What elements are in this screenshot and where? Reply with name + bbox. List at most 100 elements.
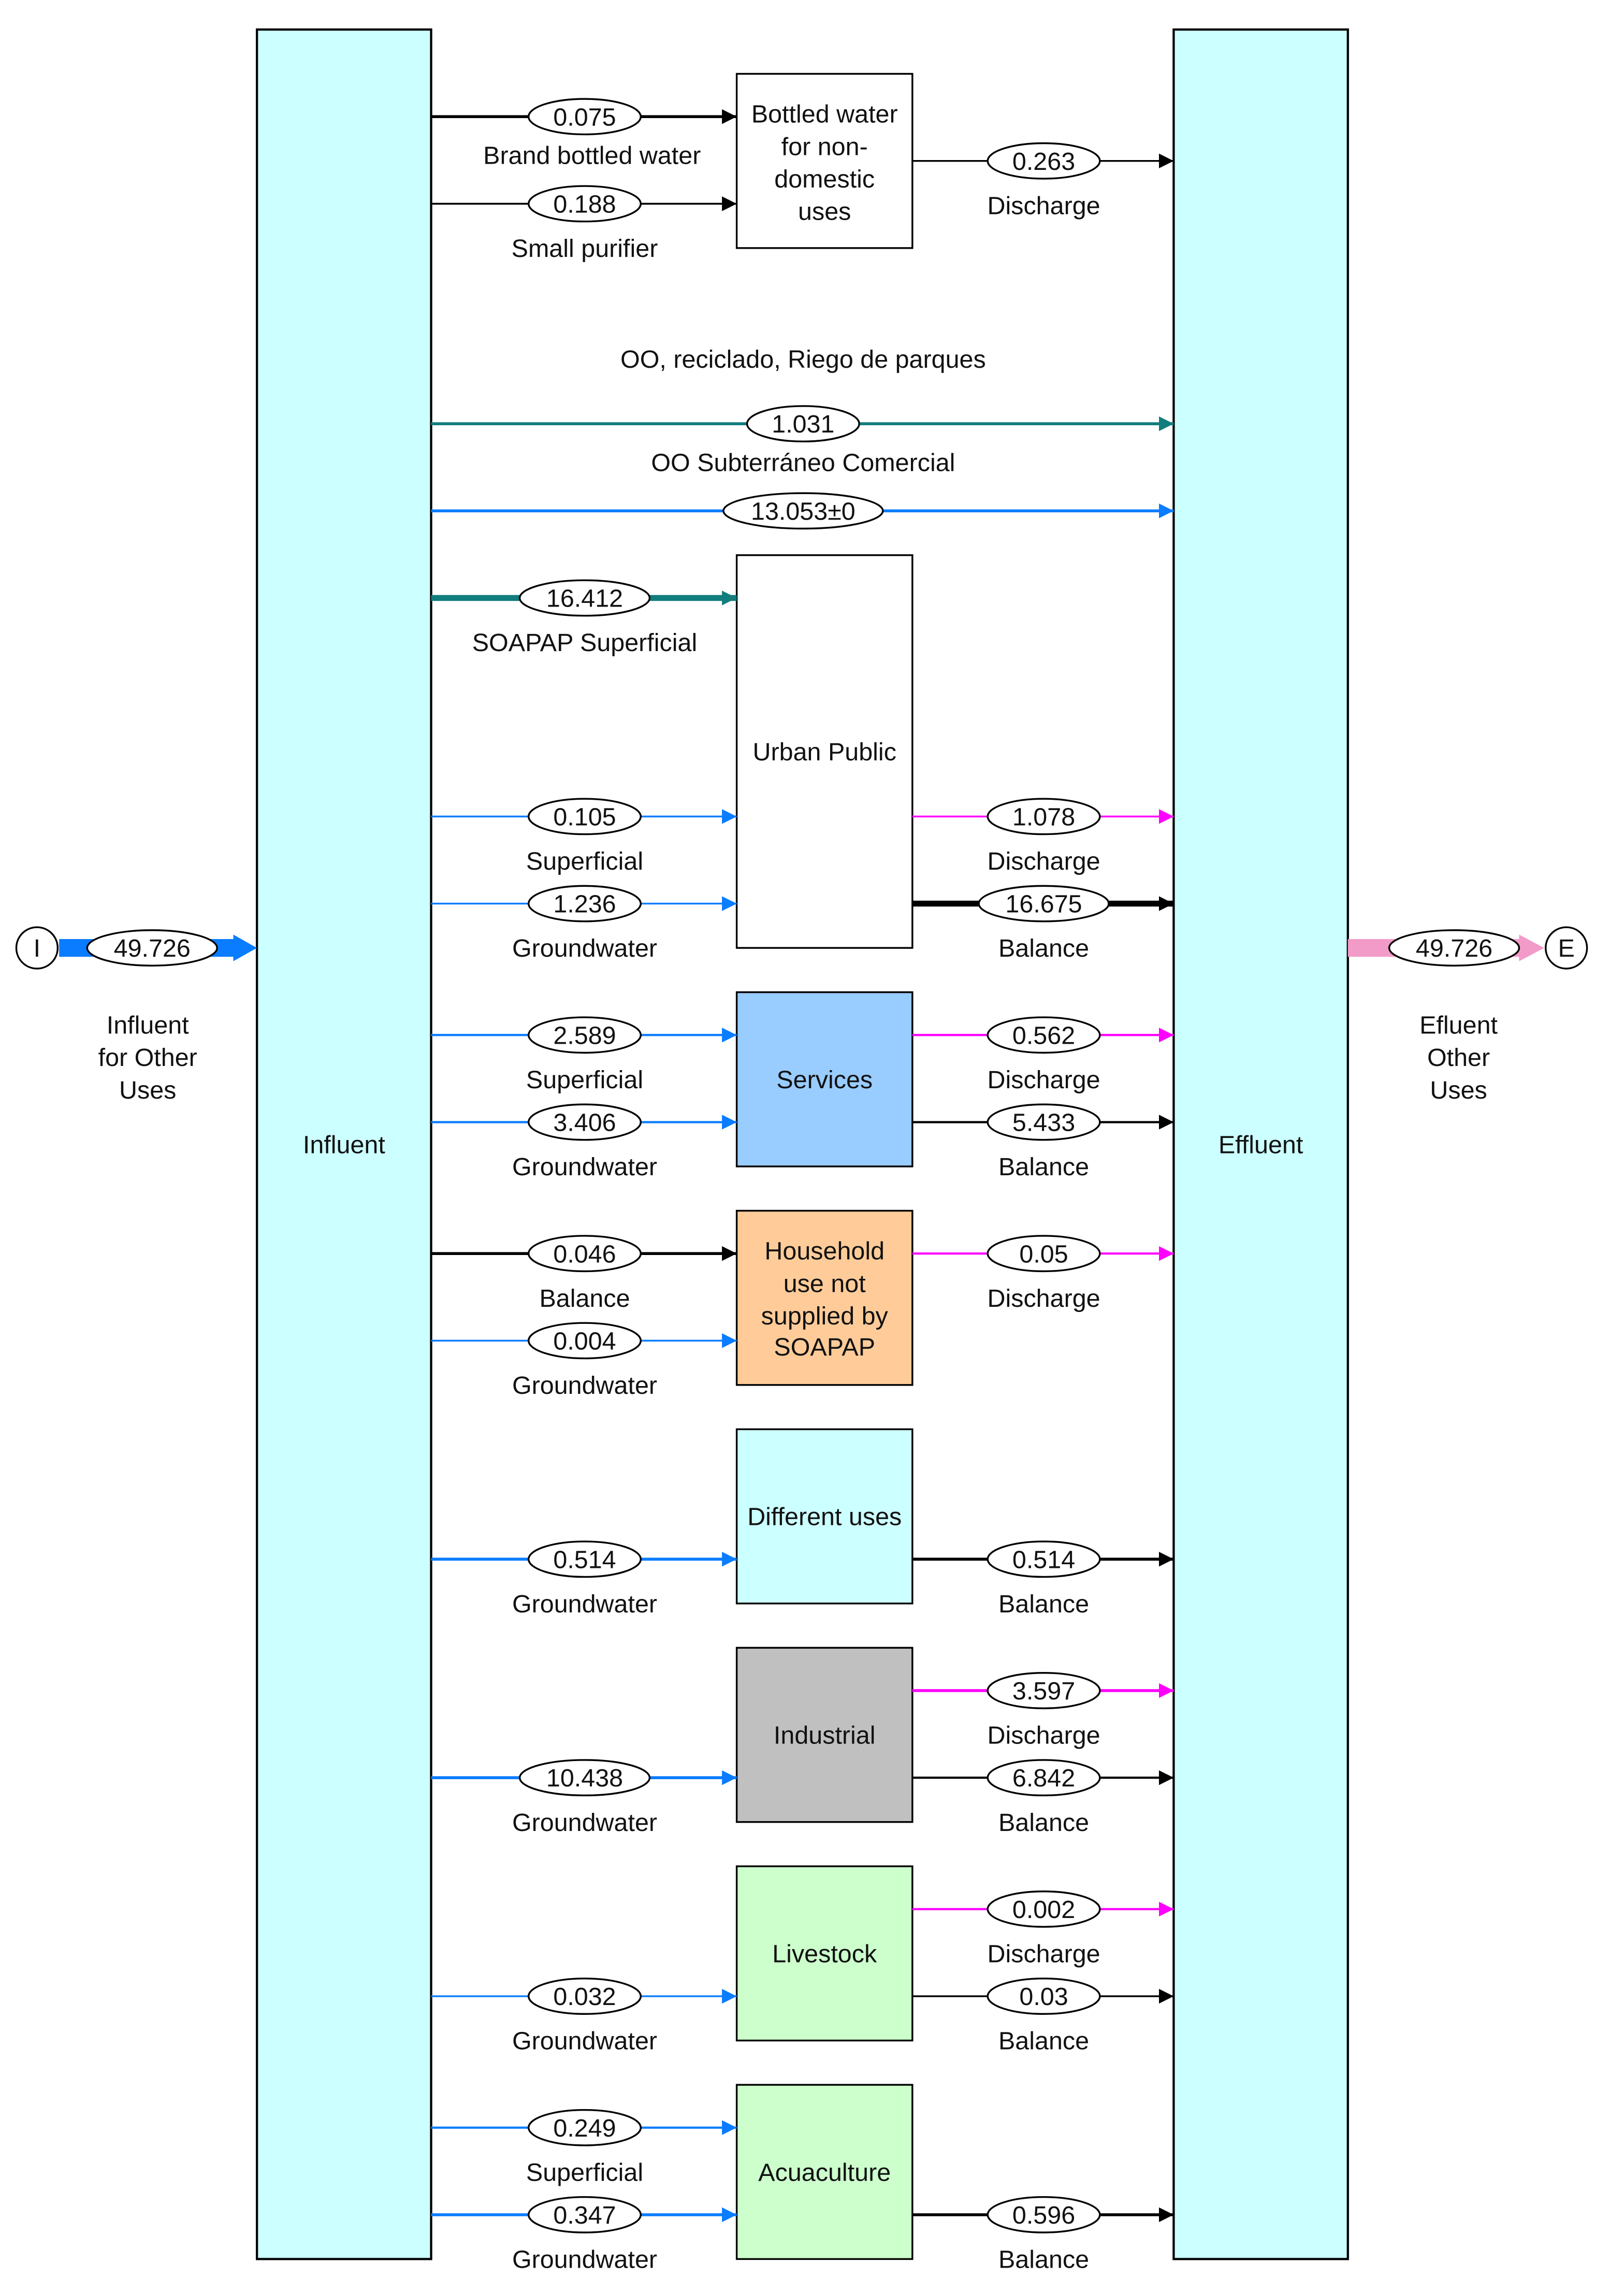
flow-label: Groundwater — [512, 2027, 657, 2055]
flow-arrow: 3.597 Discharge — [912, 1672, 1174, 1750]
effluent-sink: E 49.726 Efluent Other Uses — [1347, 926, 1588, 1104]
box-urban-public: Urban Public — [735, 554, 914, 949]
flow-label: Balance — [998, 2027, 1089, 2055]
flow-value: 0.046 — [553, 1240, 616, 1268]
flow-arrow: 0.347 Groundwater — [431, 2196, 737, 2274]
box-label-line: Different uses — [747, 1503, 902, 1531]
flow-arrow: OO, reciclado, Riego de parques 1.031 OO… — [431, 345, 1174, 477]
box-label-line: Livestock — [772, 1940, 877, 1968]
box-label-line: domestic — [774, 165, 875, 193]
flow-value: 0.05 — [1019, 1240, 1068, 1268]
flow-value: 10.438 — [546, 1764, 623, 1792]
source-label-line: for Other — [98, 1044, 197, 1072]
flow-arrow: 1.078 Discharge — [912, 798, 1174, 875]
sink-label-line: Efluent — [1419, 1011, 1498, 1039]
flow-value: 5.433 — [1012, 1109, 1075, 1137]
flow-value: 0.075 — [553, 103, 616, 131]
flow-arrow: 3.406 Groundwater — [431, 1103, 737, 1181]
box-label-line: Urban Public — [753, 738, 896, 766]
box-different-uses: Different uses — [735, 1428, 914, 1605]
flow-value: 0.03 — [1019, 1983, 1068, 2011]
flow-value: 0.514 — [553, 1546, 616, 1574]
flow-value: 1.236 — [553, 890, 616, 918]
flow-label: Groundwater — [512, 1153, 657, 1181]
flow-arrow: 0.562 Discharge — [912, 1016, 1174, 1094]
flow-label: Balance — [998, 2246, 1089, 2274]
flow-label: Groundwater — [512, 1809, 657, 1837]
flow-arrow: 0.263 Discharge — [912, 142, 1174, 220]
flow-value: 0.188 — [553, 190, 616, 218]
box-label-line: Acuaculture — [758, 2158, 891, 2186]
flow-arrow: 0.03 Balance — [912, 1978, 1174, 2055]
box-label-line: Bottled water — [751, 100, 898, 128]
flow-value: 3.406 — [553, 1109, 616, 1137]
flow-label: OO Subterráneo Comercial — [651, 449, 955, 477]
flow-value: 0.032 — [553, 1983, 616, 2011]
box-industrial: Industrial — [735, 1647, 914, 1823]
sink-label-line: Other — [1427, 1044, 1490, 1072]
flow-label: Balance — [998, 934, 1089, 962]
flow-label: Discharge — [987, 1722, 1100, 1750]
source-label-line: Uses — [119, 1076, 176, 1104]
flow-value: 0.263 — [1012, 148, 1075, 176]
flow-label: Groundwater — [512, 1590, 657, 1618]
flow-arrow: 0.249 Superficial — [431, 2109, 737, 2186]
source-symbol: I — [34, 934, 40, 962]
box-livestock: Livestock — [735, 1865, 914, 2042]
flow-label: Groundwater — [512, 1372, 657, 1400]
flow-value: 6.842 — [1012, 1764, 1075, 1792]
flow-arrow: 6.842 Balance — [912, 1759, 1174, 1837]
influent-source: I 49.726 Influent for Other Uses — [15, 926, 257, 1104]
flow-label: Groundwater — [512, 2246, 657, 2274]
box-label-line: Services — [776, 1066, 873, 1094]
flow-arrow: 1.236 Groundwater — [431, 885, 737, 962]
flow-arrow: 0.002 Discharge — [912, 1890, 1174, 1968]
flow-value: 0.002 — [1012, 1896, 1075, 1924]
flow-label: Balance — [998, 1590, 1089, 1618]
flow-value: 0.347 — [553, 2201, 616, 2229]
sink-label-line: Uses — [1430, 1076, 1487, 1104]
flow-value: 0.562 — [1012, 1021, 1075, 1049]
flow-value: 0.514 — [1012, 1546, 1075, 1574]
flow-label: Discharge — [987, 192, 1100, 220]
box-label-line: Industrial — [774, 1722, 876, 1750]
flow-label: Discharge — [987, 1940, 1100, 1968]
flow-label: Discharge — [987, 847, 1100, 875]
flow-value: 0.596 — [1012, 2201, 1075, 2229]
flow-arrow: 0.032 Groundwater — [431, 1978, 737, 2055]
flow-label: Brand bottled water — [483, 141, 701, 169]
flow-label: Superficial — [526, 847, 643, 875]
flow-arrow: 0.514 Balance — [912, 1540, 1174, 1618]
box-bottled-water: Bottled water for non- domestic uses — [735, 73, 914, 249]
flow-value: 2.589 — [553, 1021, 616, 1049]
flow-arrow: 16.675 Balance — [912, 885, 1174, 962]
box-label-line: Household — [764, 1237, 885, 1265]
flow-value: 1.031 — [772, 410, 834, 438]
flow-value: 3.597 — [1012, 1677, 1075, 1705]
flow-arrow: 0.075 Brand bottled water — [431, 98, 737, 169]
flow-arrow: 2.589 Superficial — [431, 1016, 737, 1094]
source-label-line: Influent — [107, 1011, 189, 1039]
flow-label: Discharge — [987, 1066, 1100, 1094]
effluent-block-label: Effluent — [1219, 1131, 1303, 1159]
influent-block: Influent — [256, 28, 432, 2260]
effluent-block: Effluent — [1172, 28, 1349, 2260]
flow-label: SOAPAP Superficial — [472, 629, 698, 657]
box-acuaculture: Acuaculture — [735, 2084, 914, 2260]
flow-value: 1.078 — [1012, 803, 1075, 831]
box-label-line: uses — [798, 198, 851, 226]
flow-arrow: 10.438 Groundwater — [431, 1759, 737, 1837]
box-household: Household use not supplied by SOAPAP — [735, 1209, 914, 1386]
source-value: 49.726 — [114, 934, 191, 962]
sink-value: 49.726 — [1416, 934, 1492, 962]
flow-label: Balance — [998, 1153, 1089, 1181]
flow-value: 0.105 — [553, 803, 616, 831]
box-services: Services — [735, 991, 914, 1167]
flow-arrow: 0.05 Discharge — [912, 1235, 1174, 1313]
flow-arrow: 5.433 Balance — [912, 1103, 1174, 1181]
box-label-line: use not — [784, 1270, 866, 1297]
flow-arrow: 13.053±0 — [431, 492, 1174, 530]
flow-arrow: 0.514 Groundwater — [431, 1540, 737, 1618]
flow-arrow: 0.188 Small purifier — [431, 185, 737, 263]
influent-block-label: Influent — [303, 1131, 385, 1159]
